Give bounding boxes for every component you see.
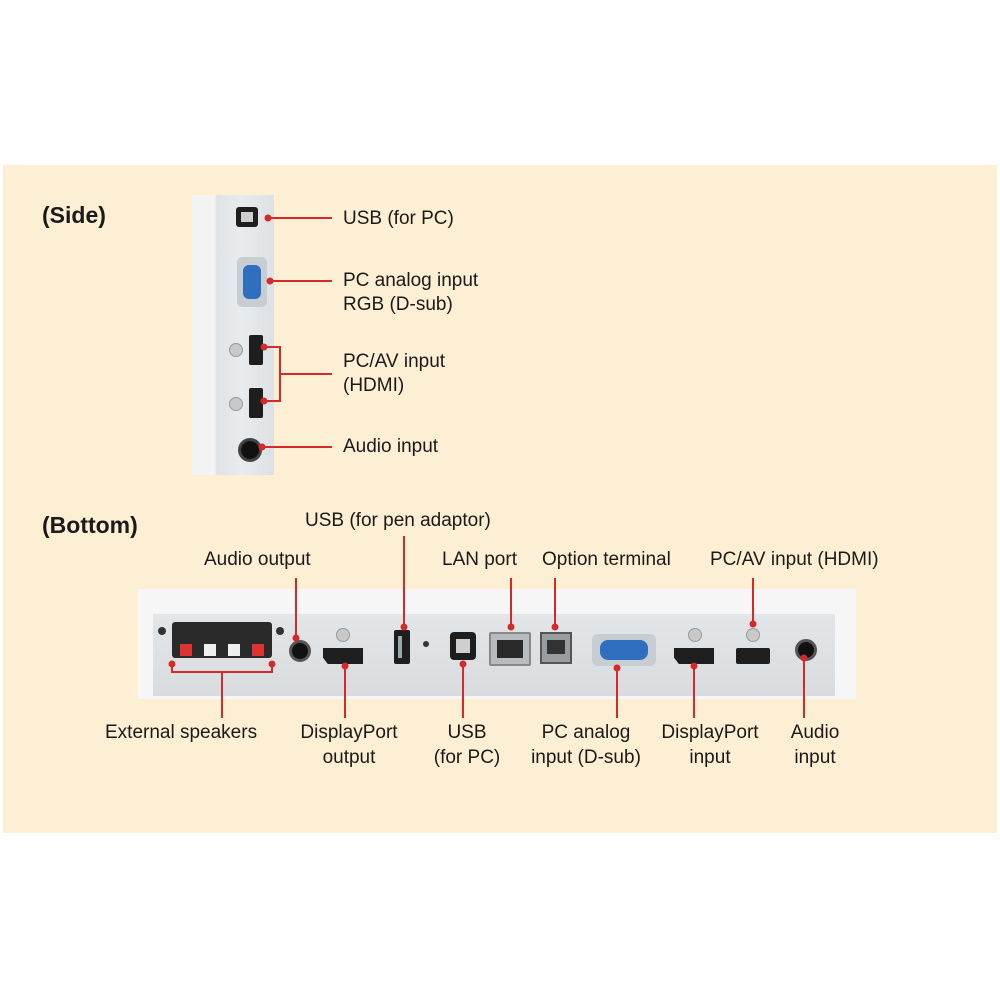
displayport-screw-icon xyxy=(688,628,702,642)
label-displayport-output-1: DisplayPort xyxy=(300,722,398,743)
label-pc-av-hdmi: PC/AV input (HDMI) xyxy=(710,549,879,570)
label-usb-1: USB xyxy=(447,722,487,743)
displayport-icon xyxy=(674,648,714,664)
label-audio-input-2: input xyxy=(794,747,836,768)
label-audio-input: Audio input xyxy=(343,436,439,457)
usb-b-port-icon xyxy=(450,632,476,660)
audio-jack-icon xyxy=(289,640,311,662)
hdmi-port-icon xyxy=(249,335,263,365)
hdmi-screw-icon xyxy=(229,343,243,357)
screw-icon xyxy=(423,641,429,647)
displayport-icon xyxy=(323,648,363,664)
label-pc-analog-2: input (D-sub) xyxy=(531,747,641,768)
label-displayport-output-2: output xyxy=(322,747,376,768)
label-external-speakers: External speakers xyxy=(105,722,258,743)
usb-b-port-icon xyxy=(236,207,258,227)
label-pc-av-input: PC/AV input xyxy=(343,351,446,372)
label-usb-for-pc: USB (for PC) xyxy=(343,208,454,229)
displayport-screw-icon xyxy=(336,628,350,642)
screw-icon xyxy=(276,627,284,635)
label-rgb-dsub: RGB (D-sub) xyxy=(343,294,453,315)
label-displayport-input-1: DisplayPort xyxy=(661,722,759,743)
label-audio-output: Audio output xyxy=(204,549,311,570)
label-displayport-input-2: input xyxy=(689,747,731,768)
option-terminal-icon xyxy=(540,632,572,664)
label-pc-analog-1: PC analog xyxy=(541,722,631,743)
label-option-terminal: Option terminal xyxy=(542,549,671,570)
diagram-background xyxy=(3,165,997,833)
hdmi-screw-icon xyxy=(746,628,760,642)
label-lan-port: LAN port xyxy=(442,549,517,570)
speaker-terminal-icon xyxy=(172,622,272,658)
label-audio-input-1: Audio xyxy=(790,722,840,743)
audio-jack-icon xyxy=(238,438,262,462)
hdmi-port-icon xyxy=(249,388,263,418)
hdmi-screw-icon xyxy=(229,397,243,411)
usb-a-port-icon xyxy=(394,630,410,664)
side-heading: (Side) xyxy=(42,202,106,228)
label-pc-analog-input: PC analog input xyxy=(343,270,479,291)
lan-port-icon xyxy=(489,632,531,666)
hdmi-port-icon xyxy=(736,648,770,664)
vga-port-icon xyxy=(592,634,656,666)
bottom-heading: (Bottom) xyxy=(42,512,138,538)
label-usb-pen-adaptor: USB (for pen adaptor) xyxy=(305,510,491,531)
screw-icon xyxy=(158,627,166,635)
label-usb-2: (for PC) xyxy=(433,747,501,768)
label-hdmi: (HDMI) xyxy=(343,375,405,396)
vga-port-icon xyxy=(237,257,267,307)
